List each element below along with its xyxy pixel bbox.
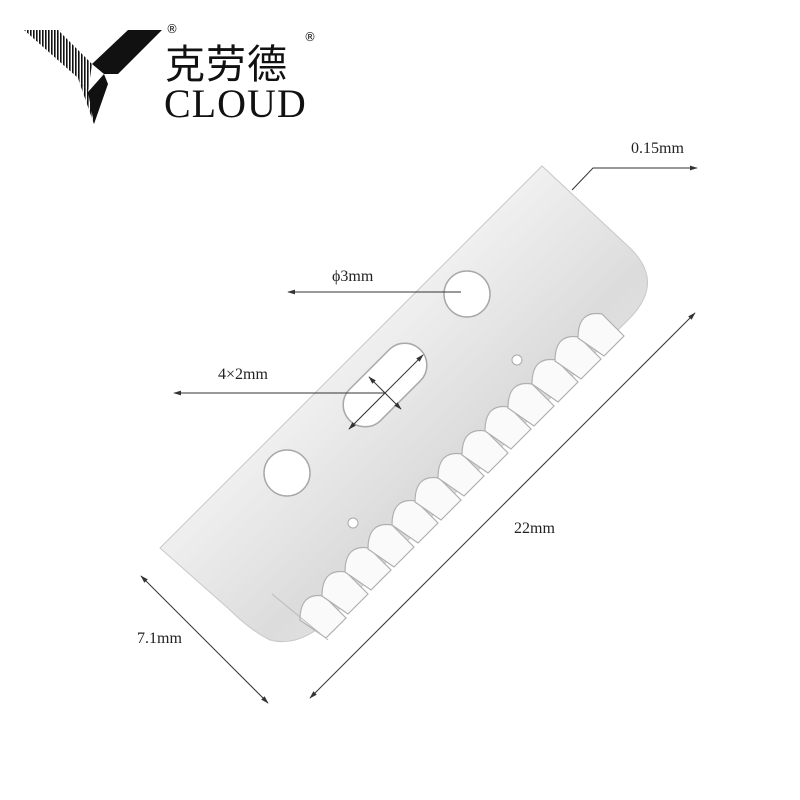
round-hole-label: ϕ3mm <box>332 268 374 285</box>
pin-hole <box>347 517 359 529</box>
brand-logo: ® ® 克劳德 CLOUD <box>0 0 330 140</box>
registered-mark: ® <box>304 30 316 44</box>
thickness-label: 0.15mm <box>631 140 684 157</box>
dimension-lines <box>140 165 698 704</box>
round-hole <box>443 270 491 318</box>
round-hole <box>263 449 311 497</box>
logo-mark-icon <box>24 30 162 124</box>
width-label: 7.1mm <box>137 630 182 647</box>
pin-hole <box>511 354 523 366</box>
blade <box>159 165 648 643</box>
slot-hole-label: 4×2mm <box>218 366 268 383</box>
brand-name-chinese: 克劳德 <box>165 42 288 88</box>
length-label: 22mm <box>514 520 555 537</box>
brand-name-english: CLOUD <box>164 81 307 126</box>
registered-mark: ® <box>166 22 178 36</box>
